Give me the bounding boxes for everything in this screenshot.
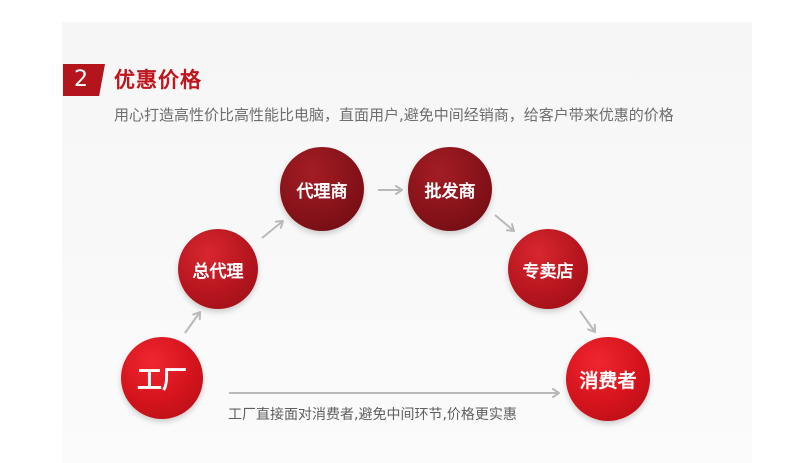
arrow-wholesaler-to-store [494,214,515,232]
arrow-factory-to-general-agent [184,311,201,334]
section-subtitle: 用心打造高性价比高性能比电脑，直面用户,避免中间经销商，给客户带来优惠的价格 [114,106,674,124]
arrow-store-to-consumer [579,310,596,333]
arrow-general-agent-to-agent [261,220,284,239]
node-consumer: 消费者 [566,337,650,421]
direct-sale-note: 工厂直接面对消费者,避免中间环节,价格更实惠 [228,407,517,423]
section-title: 优惠价格 [114,68,202,92]
section-number-badge: 2 [63,64,105,96]
node-exclusive-store: 专卖店 [508,229,588,309]
node-factory: 工厂 [121,337,203,419]
node-general-agent: 总代理 [178,229,258,309]
node-wholesaler: 批发商 [408,147,492,231]
node-agent: 代理商 [280,147,364,231]
